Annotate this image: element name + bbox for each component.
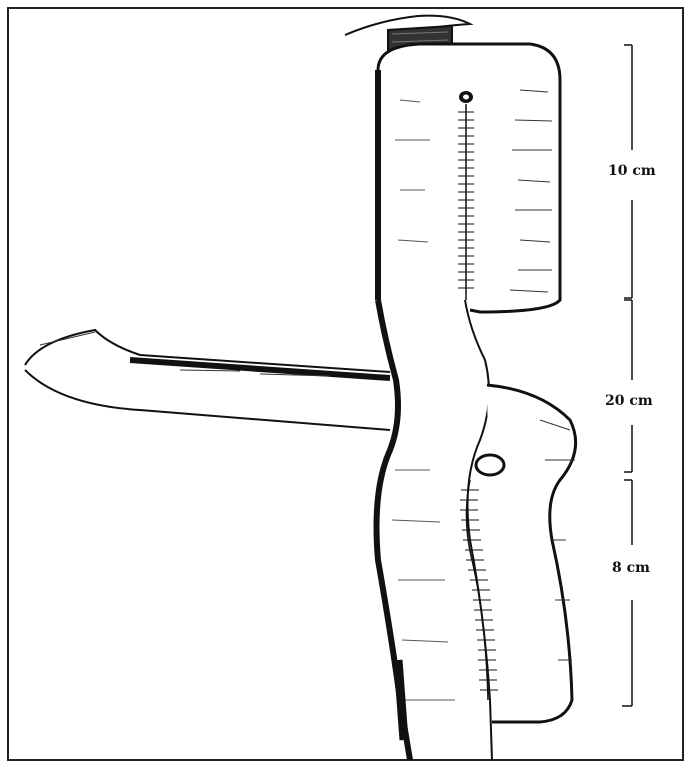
measurement-label-lower: 8 cm [612, 560, 650, 576]
frame-border [8, 8, 683, 760]
side-branch [25, 330, 390, 430]
dimension-bar-middle [624, 300, 632, 472]
measurement-label-upper: 10 cm [608, 163, 656, 179]
measurement-label-middle: 20 cm [605, 393, 653, 409]
anastomosis-opening [476, 455, 504, 475]
dimension-bar-lower [622, 480, 632, 706]
lower-pouch [476, 385, 576, 722]
